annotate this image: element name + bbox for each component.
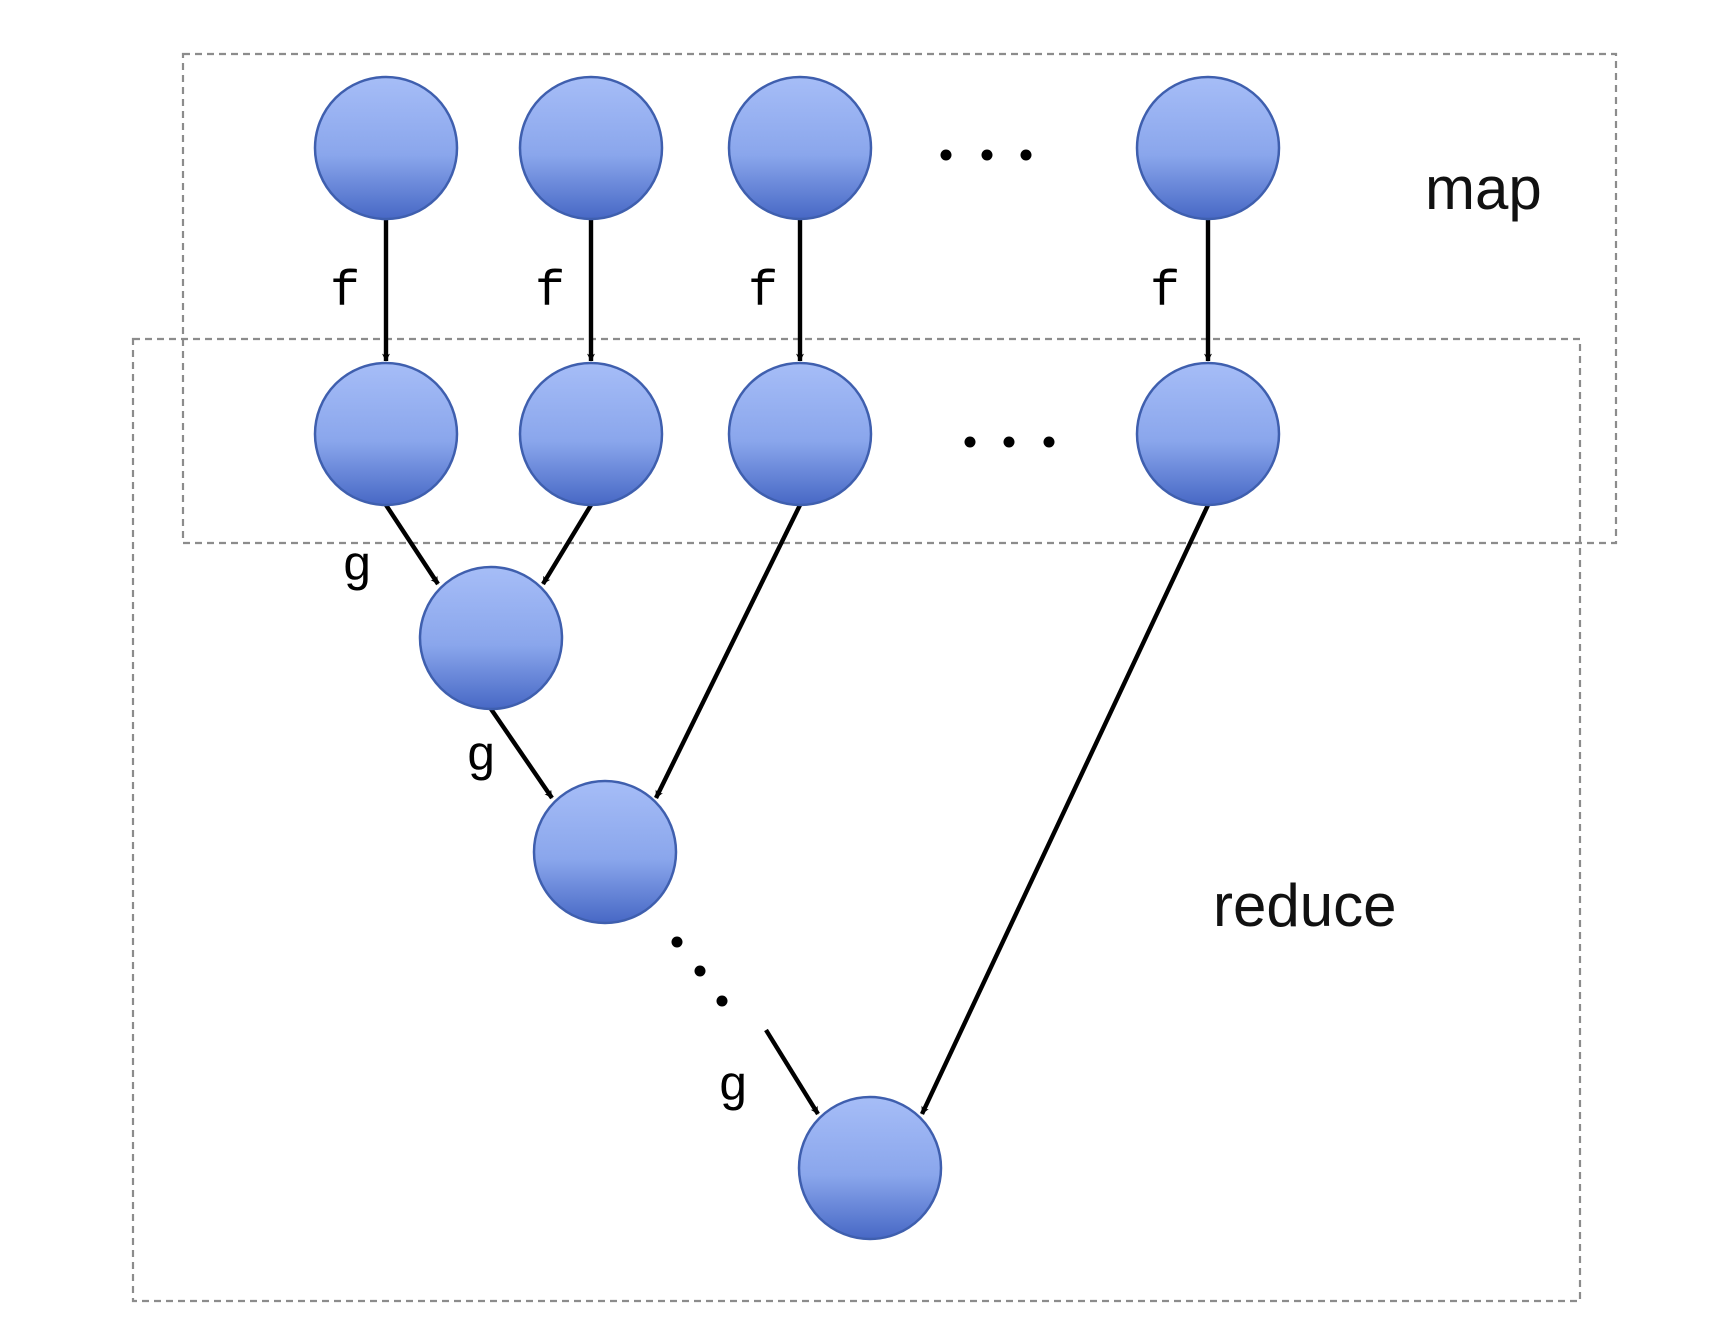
reduce-region bbox=[131, 337, 1582, 1303]
reduced-node bbox=[532, 779, 678, 925]
map-operator-label: f bbox=[330, 264, 360, 321]
reduce-edge bbox=[541, 503, 593, 586]
reduce-operator-label: g bbox=[342, 539, 372, 596]
reduce-label: reduce bbox=[1213, 872, 1396, 939]
reduce-operator-label: g bbox=[466, 729, 496, 786]
mapped-node bbox=[313, 361, 459, 507]
ellipsis-top bbox=[940, 149, 1032, 161]
input-node bbox=[518, 75, 664, 221]
ellipsis-diagonal bbox=[671, 936, 728, 1007]
edges bbox=[382, 219, 1212, 1116]
reduce-operator-label: g bbox=[718, 1059, 748, 1116]
map-operator-label: f bbox=[1150, 264, 1180, 321]
mapped-node bbox=[727, 361, 873, 507]
reduce-edge bbox=[764, 1028, 820, 1116]
input-node bbox=[1135, 75, 1281, 221]
reduce-edge bbox=[654, 504, 802, 799]
result-node bbox=[797, 1095, 943, 1241]
mapped-node bbox=[1135, 361, 1281, 507]
nodes bbox=[313, 75, 1281, 1241]
reduce-edge bbox=[489, 707, 554, 800]
mapped-node bbox=[518, 361, 664, 507]
reduced-node bbox=[418, 565, 564, 711]
map-operator-label: f bbox=[535, 264, 565, 321]
ellipsis-middle bbox=[964, 436, 1055, 448]
input-node bbox=[313, 75, 459, 221]
reduce-edge bbox=[920, 504, 1210, 1115]
map-label: map bbox=[1425, 155, 1542, 222]
input-node bbox=[727, 75, 873, 221]
reduce-edge bbox=[384, 503, 440, 586]
map-operator-label: f bbox=[748, 264, 778, 321]
